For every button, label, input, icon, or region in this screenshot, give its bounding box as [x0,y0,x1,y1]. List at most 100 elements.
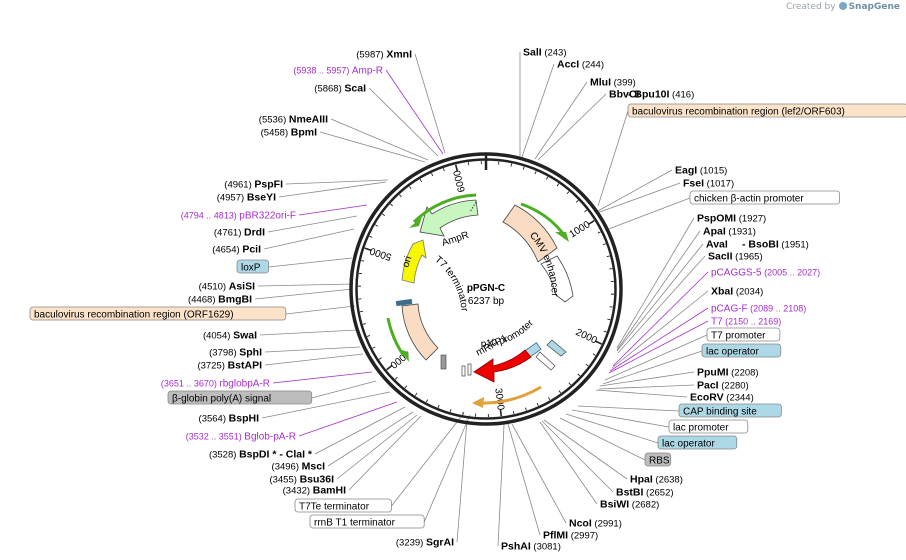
site-label: (3528) BspDI * - ClaI * [209,449,313,461]
site-label: (4761) DrdI [214,227,265,239]
label-position: (4794 .. 4813) [181,211,240,221]
minor-tick [414,392,418,396]
site-label: (3239) SgrAI [396,537,454,549]
label-name: BseYI [247,192,276,204]
site-label: EcoRV (2344) [690,392,754,404]
site-label: FseI (1017) [683,178,734,190]
label-position: (3528) [209,450,239,461]
label-name: PpuMI [697,367,729,379]
label-position: (3239) [396,538,426,549]
minor-tick [419,179,423,183]
minor-tick [602,243,606,246]
leader-line [330,118,429,161]
label-name: SwaI [233,330,257,342]
rrnb-mark [467,363,472,376]
feature-box-label [167,390,313,405]
site-label: MluI (399) [590,77,636,89]
label-name: PspFI [254,179,283,191]
feature-box-label [644,452,672,467]
label-name: BbvCI [609,89,639,101]
label-position: (1931) [726,227,756,238]
ampr-dotted-marker [469,201,477,213]
site-label: PflMI (2997) [543,530,598,542]
label-position: (2344) [724,393,754,404]
leader-line [311,380,377,399]
feature-t7-terminator [401,303,439,361]
label-position: (2089 .. 2108) [748,304,807,314]
label-position: (3725) [197,361,227,372]
site-label: BstBI (2652) [616,487,674,499]
label-position: (4654) [212,245,242,256]
label-name: NmeAIII [289,114,328,126]
minor-tick [409,186,412,190]
site-label: (4468) BmgBI [188,294,252,306]
major-tick [386,364,393,371]
label-name: EcoRV [690,392,724,404]
feature-box-text: baculovirus recombination region (ORF162… [34,310,234,321]
site-label: (3432) BamHI [283,485,346,497]
leader-line [336,414,418,480]
feature-box-text: lac operator [706,347,759,358]
label-name: BpmI [291,127,317,139]
feature-box-label [236,259,270,274]
label-position: (1927) [736,214,766,225]
leader-line [368,87,439,157]
tick-label: 3000 [492,388,506,412]
site-label: EagI (1015) [675,165,727,177]
leader-line [391,412,465,507]
primer-label: (5938 .. 5957) Amp-R [293,66,383,77]
label-name: SacII [708,251,733,263]
snapgene-logo-icon [838,2,847,10]
minor-tick [534,171,537,175]
backbone-outer [349,152,623,426]
label-name: BamHI [313,485,346,497]
leader-line [617,255,706,354]
leader-line [597,110,629,207]
leader-line [314,406,406,455]
feature-box-text: baculovirus recombination region (lef2/O… [632,107,845,118]
label-name: ScaI [344,83,366,95]
leader-line [267,215,358,233]
site-label: HpaI (2638) [630,474,683,486]
minor-tick [366,335,371,337]
site-label: SalI (243) [523,47,567,59]
leader-line [595,169,673,213]
site-label: AccI (244) [557,59,604,71]
minor-tick [524,407,527,411]
minor-tick [547,397,551,401]
minor-tick [566,191,570,195]
site-label: AvaI [706,239,728,251]
primer-leader-line [298,204,368,216]
label-name: PacI [697,380,719,392]
label-position: (3455) [269,475,299,486]
watermark-brand: SnapGene [848,2,900,12]
leader-line [596,182,681,214]
tick-label: 1000 [568,219,593,240]
site-label: PspOMI (1927) [697,213,766,225]
label-position: (3564) [199,414,229,425]
site-label: (5458) BpmI [261,127,317,139]
label-position: (1965) [733,252,763,263]
minor-tick [372,346,376,349]
label-position: (416) [669,90,694,101]
feature-box-label [689,190,841,205]
major-tick [594,340,602,345]
leader-line [285,305,356,315]
major-tick [364,247,372,252]
minor-tick [592,353,596,356]
label-name: Bsu36I [300,474,335,486]
feature-lac-mark [546,339,567,357]
label-name: BstBI [616,487,644,499]
feature-box-label [678,403,782,418]
site-label: (3725) BstAPI [197,360,262,372]
strand-arrowhead-t7 [399,349,409,362]
label-name: MluI [590,77,611,89]
leader-line [414,53,446,154]
leader-line [559,417,646,461]
leader-line [348,415,422,491]
label-position: (4054) [203,331,233,342]
plasmid-length: 6237 bp [468,296,505,307]
label-position: (3798) [209,348,239,359]
site-labels: (5987) XmnI(5938 .. 5957) Amp-R(5868) Sc… [29,47,906,553]
